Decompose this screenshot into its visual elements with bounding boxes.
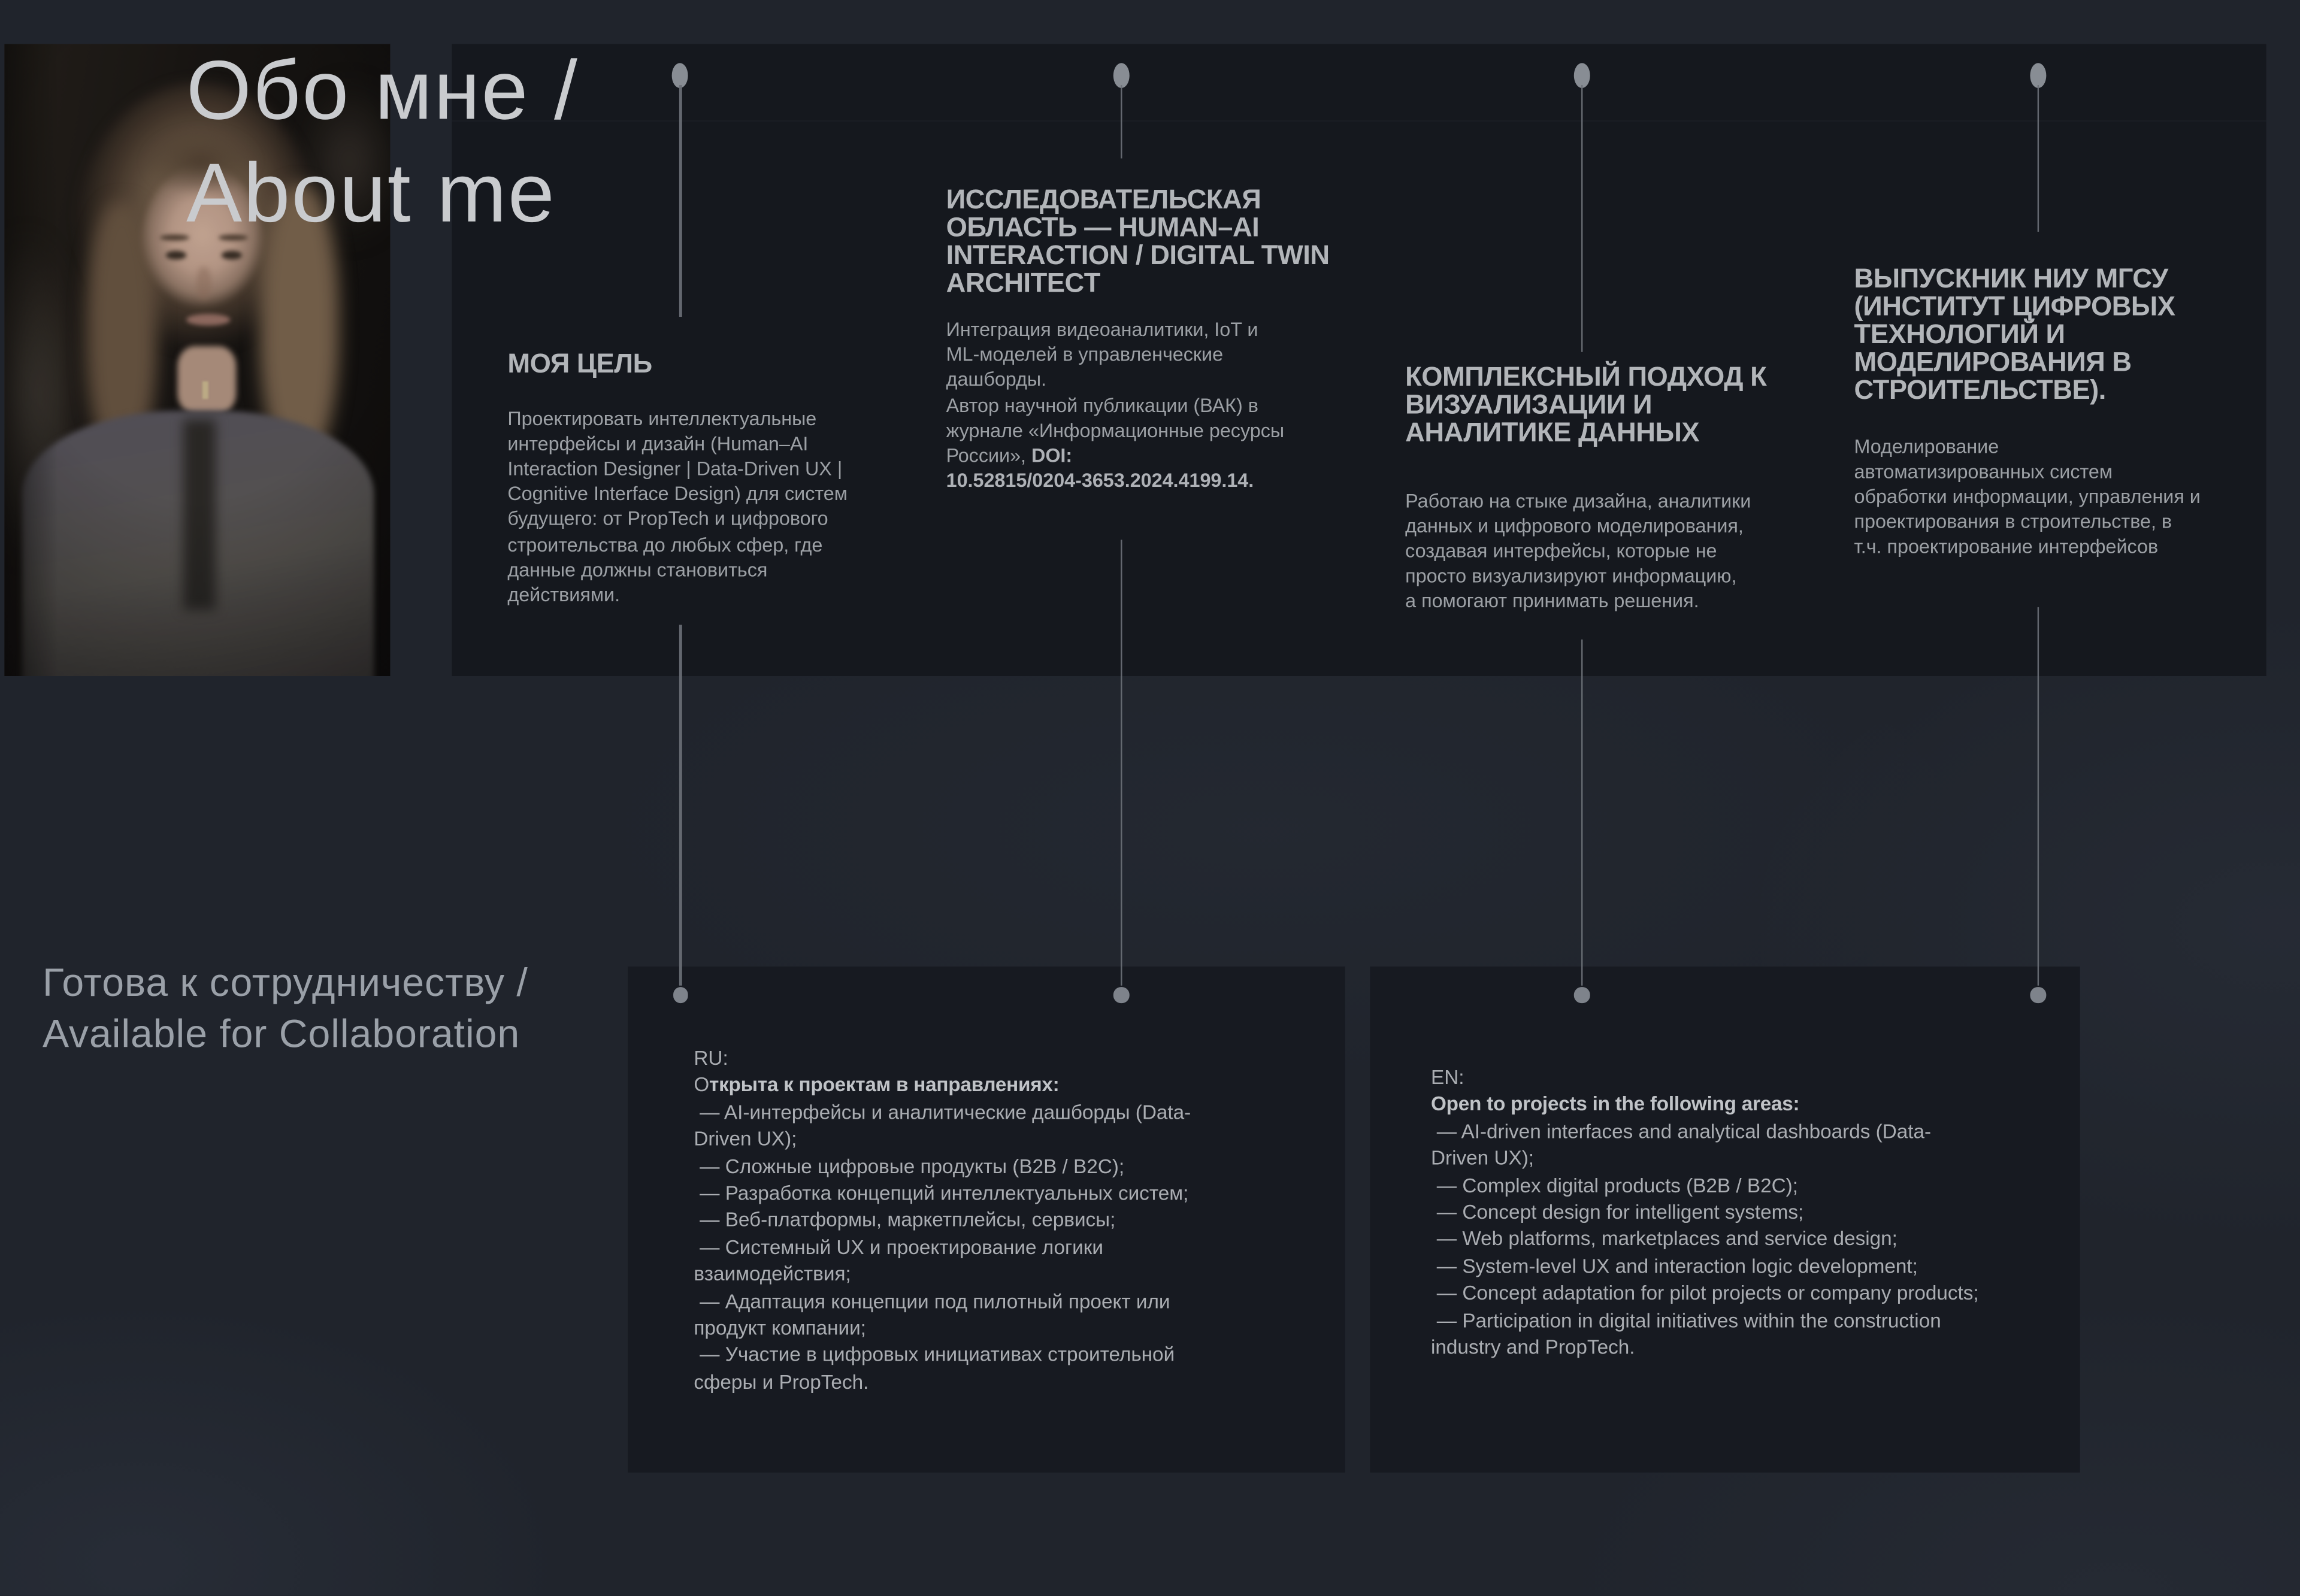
column-heading: ARCHITECT	[946, 266, 1101, 298]
list-item: — Concept adaptation for pilot projects …	[1436, 1282, 1979, 1304]
timeline-line-top-2	[1119, 85, 1123, 159]
collaboration-heading: Готова к сотрудничеству / Available for …	[43, 958, 528, 1061]
portrait-photo	[4, 44, 391, 676]
column-heading: INTERACTION / DIGITAL TWIN	[946, 239, 1330, 270]
photo-vignette	[4, 44, 391, 676]
card-en-content: EN: Open to projects in the following ar…	[1431, 1065, 1989, 1362]
timeline-dot-top-1	[672, 63, 689, 88]
card-en-intro: Open to projects in the following areas:	[1430, 1093, 1800, 1116]
timeline-line-bottom-2	[1119, 540, 1123, 986]
list-item: — Web platforms, marketplaces and servic…	[1436, 1228, 1898, 1250]
card-ru-label: RU:	[694, 1047, 728, 1070]
timeline-dot-bottom-4	[2030, 987, 2046, 1003]
column-data-visualization: КОМПЛЕКСНЫЙ ПОДХОД К ВИЗУАЛИЗАЦИИ И АНАЛ…	[1405, 361, 1767, 614]
page-title-line-en: About me	[186, 146, 556, 241]
column-heading: МОЯ ЦЕЛЬ	[507, 347, 652, 378]
card-en-projects: EN: Open to projects in the following ar…	[1370, 965, 2080, 1472]
column-heading: АНАЛИТИКЕ ДАННЫХ	[1405, 416, 1700, 447]
collaboration-heading-line-en: Available for Collaboration	[43, 1012, 520, 1057]
list-item: — Веб-платформы, маркетплейсы, сервисы;	[700, 1209, 1116, 1231]
timeline-dot-top-2	[1113, 63, 1130, 88]
column-heading: ВЫПУСКНИК НИУ МГСУ	[1854, 262, 2169, 293]
column-heading: ТЕХНОЛОГИЙ И	[1854, 317, 2066, 349]
card-ru-content: RU: Открыта к проектам в направлениях: —…	[694, 1046, 1233, 1397]
page-title: Обо мне / About me	[186, 40, 579, 245]
column-heading: МОДЕЛИРОВАНИЯ В	[1854, 345, 2132, 377]
timeline-line-bottom-3	[1581, 639, 1584, 986]
hero-panel	[451, 44, 2266, 676]
timeline-dot-bottom-2	[1113, 987, 1129, 1003]
page-title-line-ru: Обо мне /	[186, 44, 579, 138]
timeline-dot-top-3	[1574, 63, 1590, 88]
timeline-line-top-4	[2036, 85, 2040, 232]
list-item: — AI-интерфейсы и аналитические дашборды…	[694, 1101, 1191, 1150]
column-body: Проектировать интеллектуальные интерфейс…	[507, 407, 848, 606]
card-ru-intro: Открыта к проектам в направлениях:	[694, 1074, 1060, 1097]
timeline-line-bottom-4	[2036, 607, 2040, 986]
timeline-line-top-3	[1581, 85, 1584, 352]
column-heading: ИССЛЕДОВАТЕЛЬСКАЯ	[946, 183, 1261, 214]
list-item: — Адаптация концепции под пилотный проек…	[694, 1290, 1170, 1340]
timeline-line-bottom-1	[679, 625, 682, 986]
list-item: — Participation in digital initiatives w…	[1430, 1309, 1941, 1358]
column-body: Интеграция видеоаналитики, IoT и ML-моде…	[946, 317, 1330, 493]
timeline-line-top-1	[679, 85, 682, 317]
list-item: — Разработка концепций интеллектуальных …	[700, 1182, 1189, 1204]
list-item: — Участие в цифровых инициативах строите…	[694, 1344, 1175, 1394]
column-graduate: ВЫПУСКНИК НИУ МГСУ (ИНСТИТУТ ЦИФРОВЫХ ТЕ…	[1854, 264, 2201, 560]
collaboration-heading-line-ru: Готова к сотрудничеству /	[43, 961, 528, 1005]
list-item: — Сложные цифровые продукты (B2B / B2C);	[700, 1155, 1125, 1177]
column-heading: КОМПЛЕКСНЫЙ ПОДХОД К	[1405, 361, 1767, 392]
list-item: — Complex digital products (B2B / B2C);	[1436, 1174, 1798, 1197]
doi-label: DOI:	[1031, 444, 1073, 467]
list-item: — Concept design for intelligent systems…	[1436, 1201, 1804, 1224]
card-en-label: EN:	[1430, 1066, 1464, 1089]
column-my-goal: МОЯ ЦЕЛЬ Проектировать интеллектуальные …	[507, 349, 848, 608]
column-heading: ВИЗУАЛИЗАЦИИ И	[1405, 388, 1653, 420]
timeline-dot-bottom-1	[673, 987, 689, 1003]
card-ru-projects: RU: Открыта к проектам в направлениях: —…	[627, 965, 1345, 1472]
doi-number: 10.52815/0204-3653.2024.4199.14.	[946, 470, 1254, 492]
list-item: — Системный UX и проектирование логики в…	[694, 1236, 1103, 1285]
column-body: Работаю на стыке дизайна, аналитики данн…	[1405, 489, 1751, 612]
column-body: Моделирование автоматизированных систем …	[1854, 435, 2201, 558]
timeline-dot-top-4	[2030, 63, 2047, 88]
column-heading: ОБЛАСТЬ — HUMAN–AI	[946, 211, 1260, 243]
doi-line: России», DOI:	[946, 444, 1073, 467]
timeline-dot-bottom-3	[1574, 987, 1590, 1003]
column-heading: СТРОИТЕЛЬСТВЕ).	[1854, 373, 2107, 404]
hero-seam-line	[451, 120, 2266, 122]
column-research-area: ИССЛЕДОВАТЕЛЬСКАЯ ОБЛАСТЬ — HUMAN–AI INT…	[946, 185, 1330, 493]
list-item: — System-level UX and interaction logic …	[1436, 1255, 1918, 1277]
column-heading: (ИНСТИТУТ ЦИФРОВЫХ	[1854, 289, 2176, 321]
list-item: — AI-driven interfaces and analytical da…	[1430, 1120, 1932, 1170]
